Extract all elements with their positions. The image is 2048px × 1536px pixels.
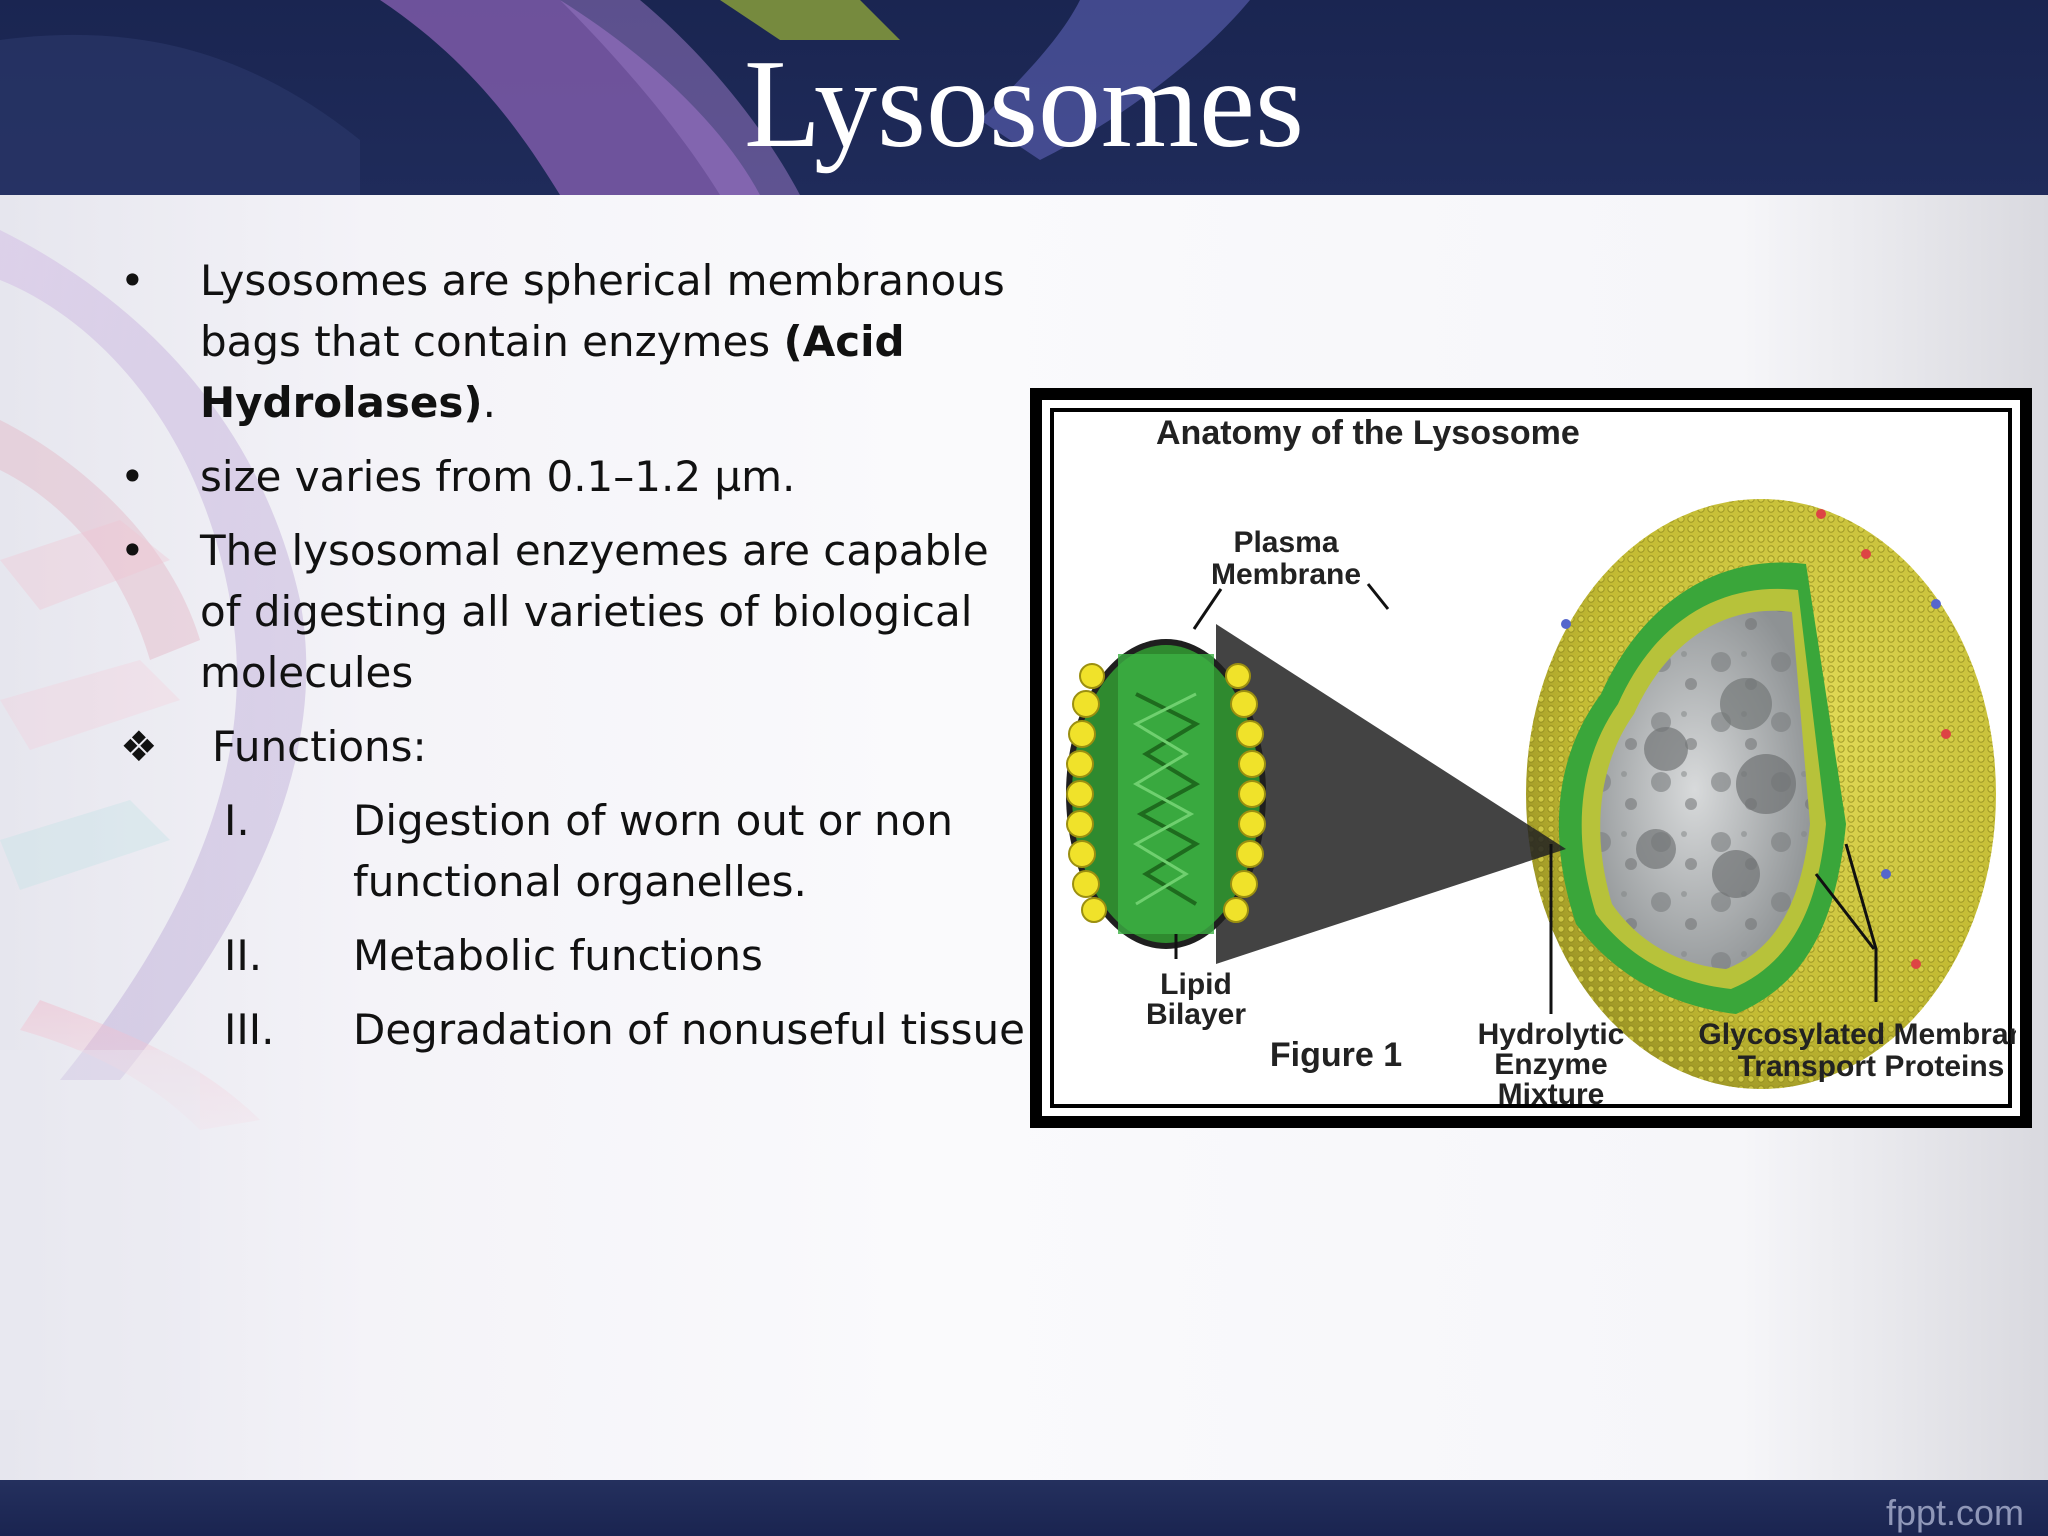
lysosome-sphere (1526, 499, 1996, 1089)
bullet-item: • The lysosomal enzyemes are capable of … (120, 520, 1040, 703)
body-text: • Lysosomes are spherical membranous bag… (120, 250, 1040, 1073)
lysosome-figure: Anatomy of the Lysosome (1042, 400, 2020, 1116)
function-item: III. Degradation of nonuseful tissue (120, 999, 1040, 1060)
label-hydrolytic-line3: Mixture (1498, 1078, 1605, 1111)
function-text: Digestion of worn out or non functional … (353, 796, 953, 906)
functions-heading-item: ❖ Functions: (120, 716, 1040, 777)
zoom-connector (1216, 624, 1566, 964)
bullet-dot: • (120, 452, 145, 501)
lipid-bilayer-inset (1066, 639, 1266, 949)
function-text: Degradation of nonuseful tissue (353, 1005, 1025, 1054)
label-glycosylated-line1: Glycosylated Membrane (1698, 1018, 2016, 1051)
label-hydrolytic-line2: Enzyme (1494, 1048, 1607, 1081)
footer-band (0, 1480, 2048, 1536)
function-number: I. (224, 796, 250, 845)
label-lipid-bilayer-line1: Lipid (1160, 968, 1232, 1001)
bullet-text: The lysosomal enzyemes are capable of di… (200, 526, 989, 697)
bullet-dot: • (120, 256, 145, 305)
figure-frame: Anatomy of the Lysosome (1030, 388, 2032, 1128)
bullet-text: Lysosomes are spherical membranous bags … (200, 256, 1005, 366)
bullet-item: • Lysosomes are spherical membranous bag… (120, 250, 1040, 433)
bullet-dot: • (120, 526, 145, 575)
diamond-bullet-icon: ❖ (120, 722, 158, 771)
figure-caption: Figure 1 (1270, 1036, 1402, 1074)
label-glycosylated-line2: Transport Proteins (1738, 1050, 2005, 1083)
lysosome-diagram: Anatomy of the Lysosome (1066, 414, 2016, 1111)
label-plasma-membrane-line2: Membrane (1211, 558, 1361, 591)
bullet-text: size varies from 0.1–1.2 µm. (200, 452, 796, 501)
function-item: I. Digestion of worn out or non function… (120, 790, 1040, 912)
bullet-bold-text: (Acid Hydrolases) (200, 317, 905, 427)
bullet-item: • size varies from 0.1–1.2 µm. (120, 446, 1040, 507)
functions-heading: Functions: (212, 722, 427, 771)
label-hydrolytic-line1: Hydrolytic (1478, 1018, 1625, 1051)
function-number: II. (224, 931, 263, 980)
slide-title: Lysosomes (743, 35, 1305, 174)
function-item: II. Metabolic functions (120, 925, 1040, 986)
bullet-text-end: . (482, 378, 496, 427)
footer-brand: fppt.com (1885, 1492, 2024, 1533)
function-text: Metabolic functions (353, 931, 763, 980)
label-lipid-bilayer-line2: Bilayer (1146, 998, 1246, 1031)
figure-title: Anatomy of the Lysosome (1156, 414, 1580, 452)
leader-lines (1174, 583, 1878, 1014)
function-number: III. (224, 1005, 275, 1054)
label-plasma-membrane-line1: Plasma (1233, 526, 1338, 559)
